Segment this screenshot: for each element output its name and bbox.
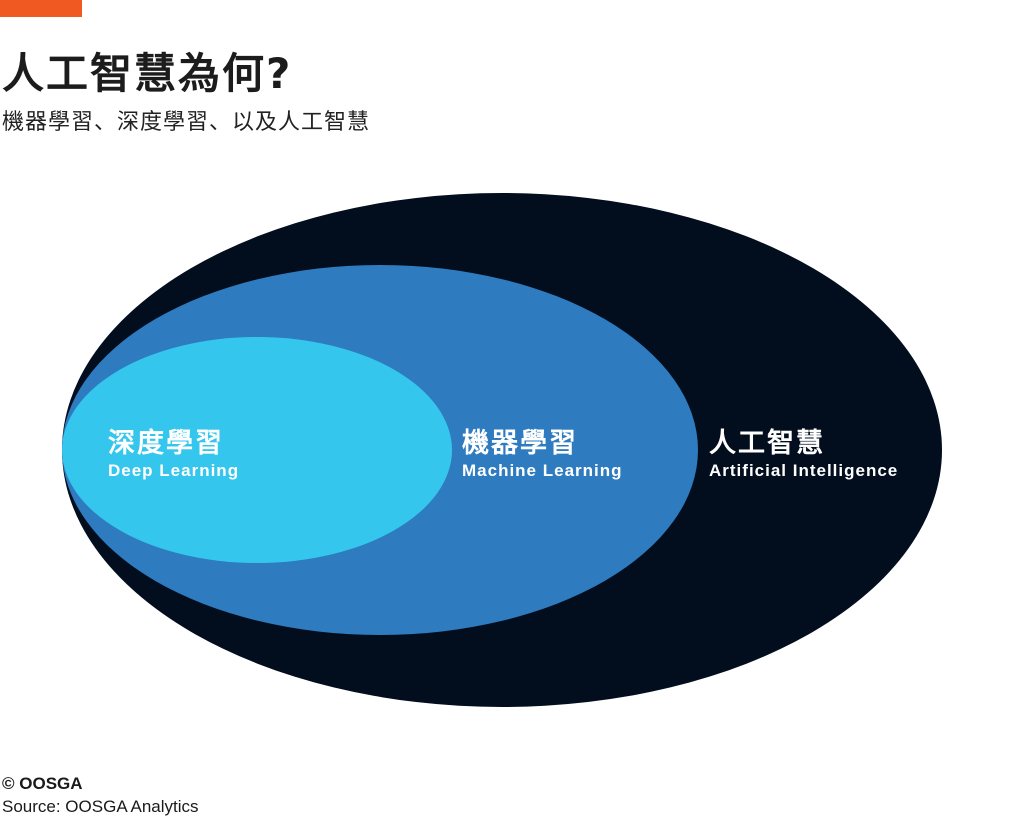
copyright: © OOSGA [2, 774, 83, 793]
ml-label: 機器學習 Machine Learning [462, 428, 623, 482]
dl-label: 深度學習 Deep Learning [108, 428, 239, 482]
ai-label-zh: 人工智慧 [709, 428, 825, 459]
source-note: Source: OOSGA Analytics [2, 797, 199, 816]
dl-label-en: Deep Learning [108, 461, 240, 480]
dl-label-zh: 深度學習 [108, 428, 224, 459]
dl-ellipse [62, 337, 452, 563]
page-subtitle: 機器學習、深度學習、以及人工智慧 [2, 110, 371, 135]
ml-label-en: Machine Learning [462, 461, 623, 480]
ml-label-zh: 機器學習 [462, 428, 578, 459]
ai-label: 人工智慧 Artificial Intelligence [709, 428, 898, 482]
ai-label-en: Artificial Intelligence [709, 461, 899, 480]
accent-bar [0, 0, 82, 17]
page-title: 人工智慧為何? [2, 49, 293, 98]
